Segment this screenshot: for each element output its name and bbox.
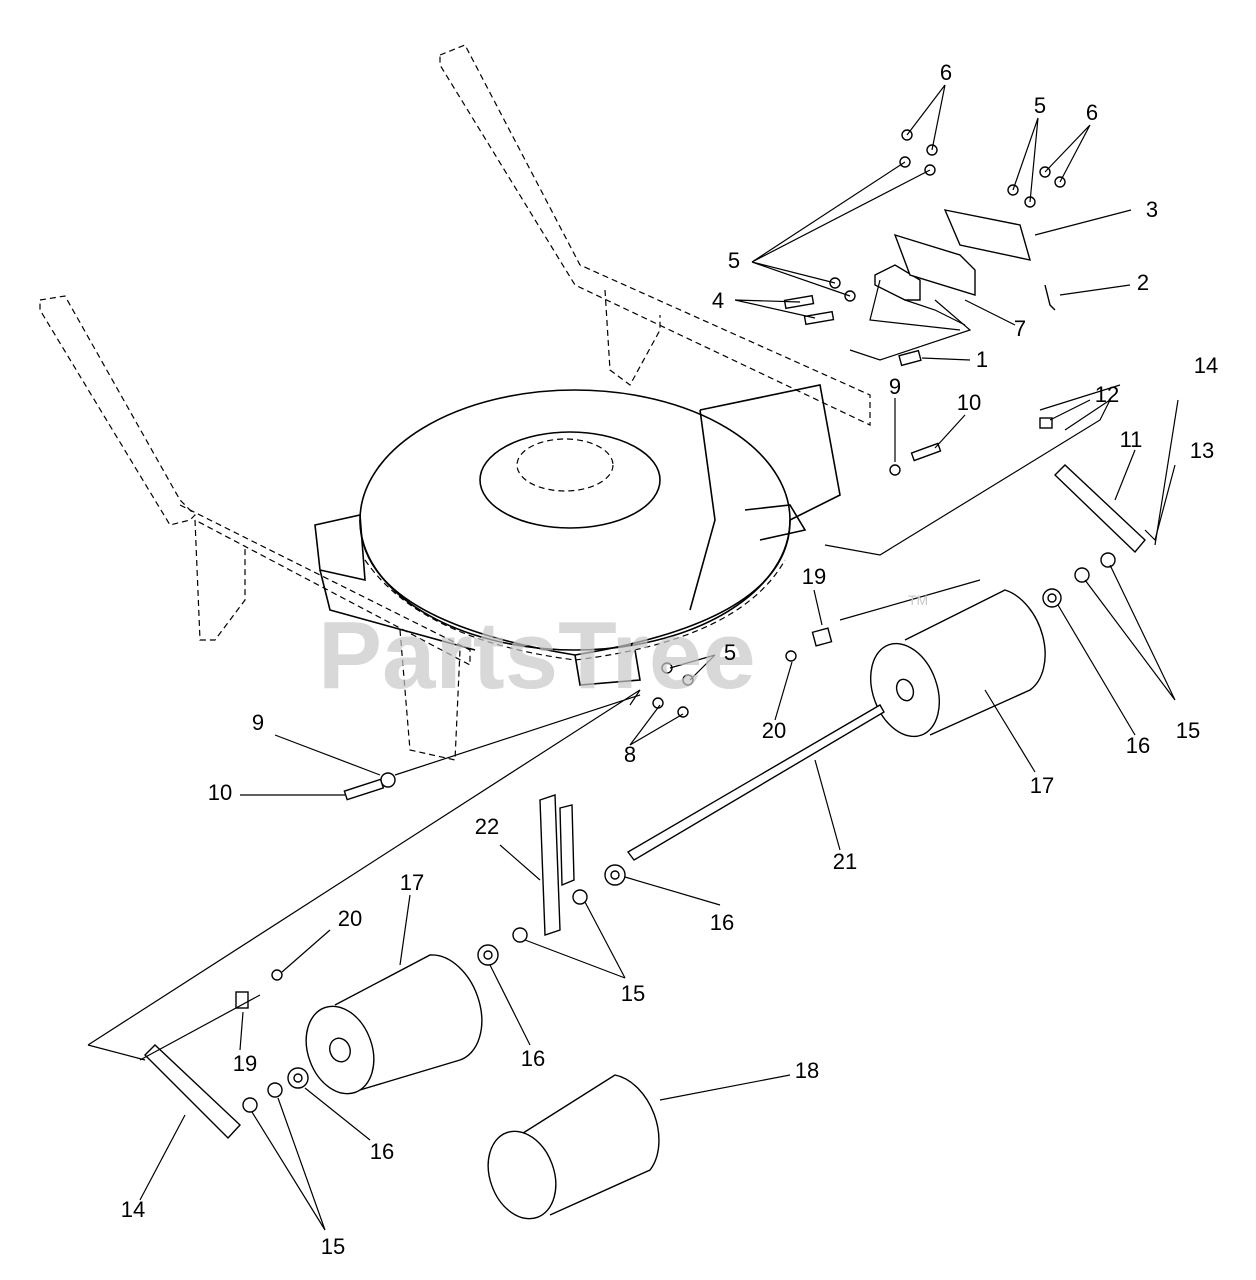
- callout-20: 20: [762, 718, 786, 743]
- callout-12: 12: [1095, 382, 1119, 407]
- callout-22: 22: [475, 814, 499, 839]
- callout-7: 7: [1014, 316, 1026, 341]
- height-bracket: [539, 794, 575, 936]
- front-roller-right: [870, 589, 1046, 738]
- callout-16: 16: [521, 1046, 545, 1071]
- mower-deck: [314, 384, 841, 686]
- roller-spacers: [242, 552, 1116, 1113]
- callout-10: 10: [208, 780, 232, 805]
- callout-9: 9: [889, 374, 901, 399]
- roller-shaft: [626, 704, 885, 861]
- callout-15: 15: [321, 1234, 345, 1259]
- callout-3: 3: [1146, 197, 1158, 222]
- callout-9: 9: [252, 710, 264, 735]
- callout-4: 4: [712, 288, 724, 313]
- callout-20: 20: [338, 906, 362, 931]
- watermark-trademark: TM: [908, 592, 928, 608]
- watermark-text: PartsTree: [318, 602, 756, 709]
- roller-bracket-right: [1054, 464, 1146, 554]
- callout-19: 19: [233, 1051, 257, 1076]
- callout-13: 13: [1190, 438, 1214, 463]
- callout-5: 5: [724, 640, 736, 665]
- left-arm: [39, 295, 471, 761]
- watermark: PartsTree TM: [318, 592, 928, 709]
- callout-1: 1: [976, 347, 988, 372]
- callout-17: 17: [1030, 773, 1054, 798]
- callout-labels: 6 5 6 3 5 2 4 7 1 14 9 10 12 11 13 19 5 …: [121, 60, 1218, 1259]
- callout-6: 6: [940, 60, 952, 85]
- rear-roller: [487, 1074, 660, 1220]
- callout-6: 6: [1086, 100, 1098, 125]
- callout-16: 16: [1126, 733, 1150, 758]
- callout-8: 8: [624, 742, 636, 767]
- callout-15: 15: [1176, 718, 1200, 743]
- callout-16: 16: [710, 910, 734, 935]
- callout-15: 15: [621, 981, 645, 1006]
- assembly-lines: [87, 299, 1121, 1061]
- callout-14: 14: [121, 1197, 145, 1222]
- callout-16: 16: [370, 1139, 394, 1164]
- callout-19: 19: [802, 564, 826, 589]
- leader-lines: [139, 84, 1179, 1231]
- callout-2: 2: [1137, 270, 1149, 295]
- roller-bracket-left: [144, 1044, 241, 1140]
- callout-5: 5: [728, 248, 740, 273]
- callout-21: 21: [833, 849, 857, 874]
- right-arm: [439, 44, 871, 426]
- callout-11: 11: [1120, 427, 1143, 452]
- pivot-bracket: [869, 209, 1031, 331]
- callout-5: 5: [1034, 93, 1046, 118]
- callout-14: 14: [1194, 353, 1218, 378]
- hardware: [235, 129, 1066, 1009]
- callout-18: 18: [795, 1058, 819, 1083]
- front-roller-left: [305, 954, 483, 1095]
- callout-10: 10: [957, 390, 981, 415]
- callout-17: 17: [400, 870, 424, 895]
